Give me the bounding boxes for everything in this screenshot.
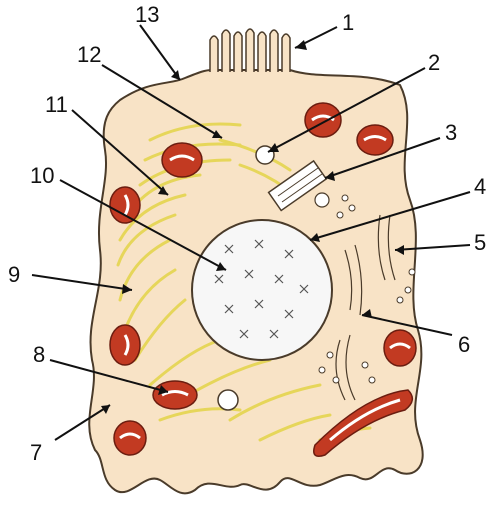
- label-3: 3: [445, 120, 457, 145]
- mitochondrion: [110, 187, 140, 223]
- mitochondrion: [110, 325, 140, 365]
- label-1: 1: [342, 10, 354, 35]
- label-2: 2: [428, 50, 440, 75]
- label-11: 11: [45, 92, 68, 117]
- label-13: 13: [135, 2, 159, 27]
- mitochondrion: [162, 143, 202, 177]
- mitochondrion: [153, 381, 197, 409]
- label-4: 4: [474, 174, 486, 199]
- microvilli: [210, 29, 290, 72]
- label-8: 8: [33, 342, 45, 367]
- leader-13: [140, 25, 180, 80]
- mitochondrion: [114, 421, 146, 455]
- label-7: 7: [30, 440, 42, 465]
- label-9: 9: [8, 262, 20, 287]
- mitochondrion: [357, 125, 393, 155]
- mitochondrion: [305, 103, 341, 137]
- label-10: 10: [30, 163, 54, 188]
- label-5: 5: [474, 230, 486, 255]
- label-12: 12: [77, 42, 101, 67]
- label-6: 6: [458, 332, 470, 357]
- mitochondrion: [384, 330, 416, 366]
